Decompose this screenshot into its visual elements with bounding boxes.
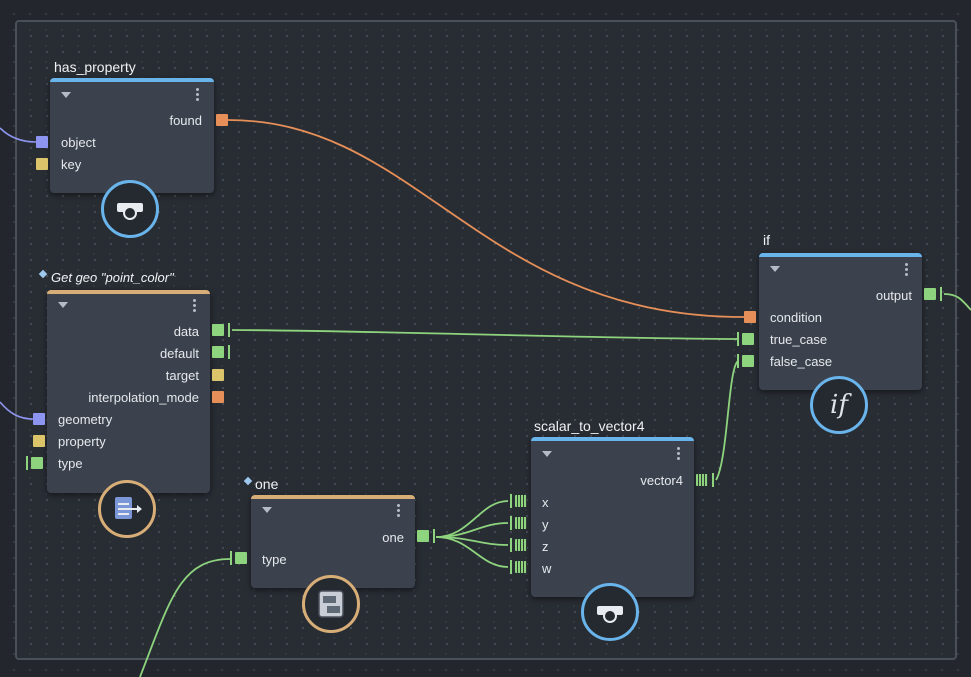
input-port-false-case[interactable]	[737, 354, 755, 368]
if-title: if	[763, 232, 770, 248]
if-icon-text: if	[830, 390, 848, 420]
node-menu-icon[interactable]	[905, 263, 908, 278]
port-label-false-case: false_case	[770, 354, 833, 369]
input-port-type[interactable]	[230, 551, 248, 565]
port-label-key: key	[61, 157, 82, 172]
port-label-y: y	[542, 517, 549, 532]
node-menu-icon[interactable]	[196, 88, 199, 103]
camera-icon	[581, 583, 639, 641]
node-header-bar	[50, 78, 214, 82]
collapse-icon[interactable]	[262, 507, 272, 513]
port-label-type: type	[58, 456, 83, 471]
collapse-icon[interactable]	[58, 302, 68, 308]
port-label-type: type	[262, 552, 287, 567]
camera-icon	[101, 180, 159, 238]
node-header-bar	[251, 495, 415, 499]
input-port-property[interactable]	[33, 435, 45, 447]
has-property-title: has_property	[54, 59, 136, 75]
output-port-data[interactable]	[212, 323, 230, 337]
input-port-geometry[interactable]	[33, 413, 45, 425]
collapse-icon[interactable]	[770, 266, 780, 272]
port-label-condition: condition	[770, 310, 823, 325]
collapse-icon[interactable]	[542, 451, 552, 457]
port-label-true-case: true_case	[770, 332, 828, 347]
collapse-icon[interactable]	[61, 92, 71, 98]
port-label-data: data	[173, 324, 199, 339]
input-port-type[interactable]	[26, 456, 44, 470]
port-label-vector4: vector4	[640, 473, 683, 488]
get-geo-title: Get geo "point_color"	[51, 270, 174, 285]
port-label-z: z	[542, 539, 549, 554]
port-label-target: target	[165, 368, 199, 383]
node-menu-icon[interactable]	[677, 447, 680, 462]
input-port-y[interactable]	[510, 516, 528, 530]
if-icon: if	[810, 376, 868, 434]
input-port-w[interactable]	[510, 560, 528, 574]
port-label-property: property	[58, 434, 106, 449]
layers-icon	[302, 575, 360, 633]
get-geo-node[interactable]: data default target interpolation_mode g…	[47, 290, 210, 493]
port-label-output: output	[875, 288, 912, 303]
port-label-x: x	[542, 495, 549, 510]
one-node[interactable]: one type	[251, 495, 415, 588]
node-header-bar	[47, 290, 210, 294]
input-port-condition[interactable]	[744, 311, 756, 323]
export-icon	[98, 480, 156, 538]
output-port-output[interactable]	[924, 287, 942, 301]
output-port-default[interactable]	[212, 345, 230, 359]
port-label-found: found	[169, 113, 202, 128]
output-port-interpolation-mode[interactable]	[212, 391, 224, 403]
node-header-bar	[531, 437, 694, 441]
input-port-z[interactable]	[510, 538, 528, 552]
input-port-key[interactable]	[36, 158, 48, 170]
if-node[interactable]: output condition true_case false_case	[759, 253, 922, 390]
port-label-w: w	[542, 561, 552, 576]
has-property-node[interactable]: found object key	[50, 78, 214, 193]
port-label-default: default	[159, 346, 199, 361]
port-label-object: object	[61, 135, 96, 150]
output-port-found[interactable]	[216, 114, 228, 126]
input-port-x[interactable]	[510, 494, 528, 508]
one-title: one	[255, 476, 279, 492]
input-port-object[interactable]	[36, 136, 48, 148]
scalar-to-vector4-node[interactable]: vector4 x y z w	[531, 437, 694, 597]
port-label-one: one	[382, 530, 404, 545]
node-menu-icon[interactable]	[397, 504, 400, 519]
scalar-to-vector4-title: scalar_to_vector4	[534, 418, 645, 434]
port-label-geometry: geometry	[58, 412, 113, 427]
node-header-bar	[759, 253, 922, 257]
port-label-interpolation-mode: interpolation_mode	[88, 390, 199, 405]
node-menu-icon[interactable]	[193, 299, 196, 314]
output-port-target[interactable]	[212, 369, 224, 381]
input-port-true-case[interactable]	[737, 332, 755, 346]
output-port-one[interactable]	[417, 529, 435, 543]
output-port-vector4[interactable]	[696, 473, 714, 487]
